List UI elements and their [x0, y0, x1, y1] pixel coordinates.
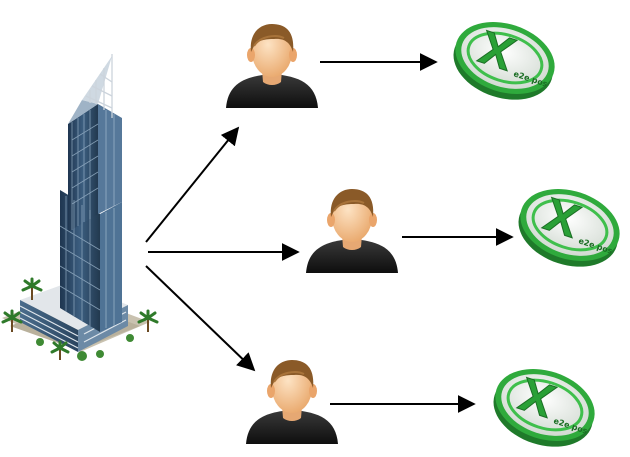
palm-tree-icon — [21, 277, 43, 300]
office-tower-icon — [1, 54, 159, 361]
palm-tree-icon — [137, 309, 159, 332]
x-logo-icon: e2e pos — [507, 175, 630, 281]
person-icon — [245, 359, 339, 445]
connector-arrows — [145, 53, 514, 413]
palm-tree-icon — [1, 309, 23, 332]
person-icon — [225, 23, 319, 109]
arrow-building-to-person-1 — [145, 126, 240, 243]
x-logo-icon: e2e pos — [442, 8, 566, 114]
palm-tree-icon — [50, 340, 70, 360]
person-icon — [305, 188, 399, 274]
arrow-building-to-person-3 — [145, 265, 256, 372]
x-logo-icon: e2e pos — [482, 355, 606, 457]
